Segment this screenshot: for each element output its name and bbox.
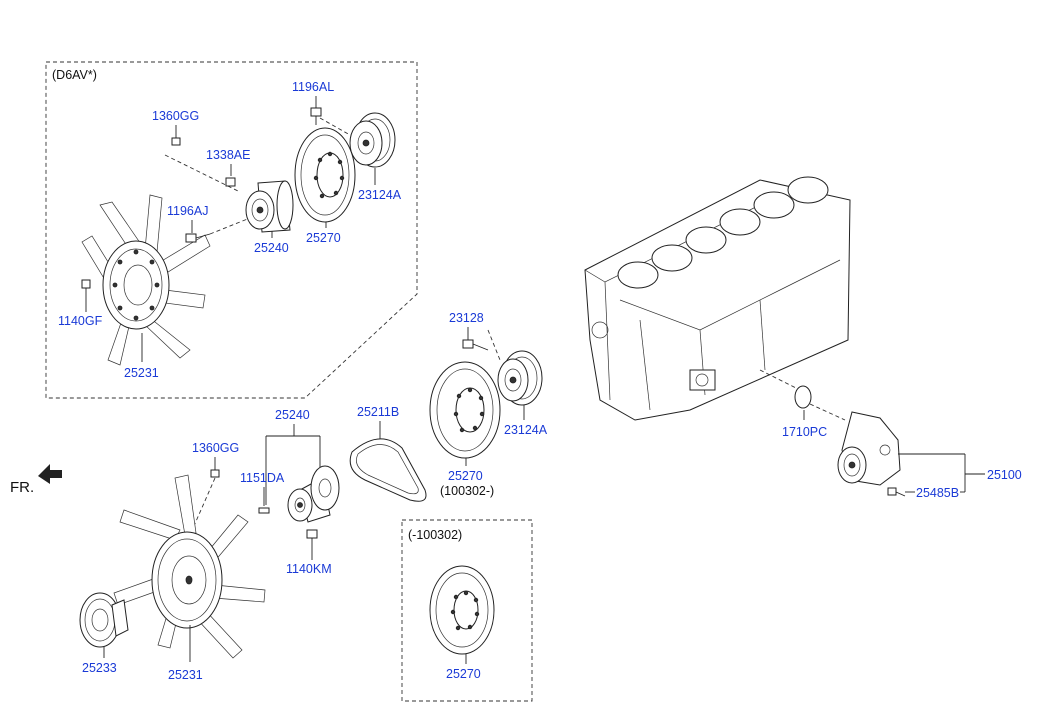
label-25240-top[interactable]: 25240 (254, 241, 289, 255)
front-direction-arrow-icon (38, 464, 62, 484)
pulley-25270-top (294, 127, 356, 223)
fan-hub-25240-top (245, 180, 294, 233)
fan-clutch-25233 (79, 592, 129, 648)
label-25233[interactable]: 25233 (82, 661, 117, 675)
nut-1338AE-icon (225, 177, 236, 187)
label-25270-mid[interactable]: 25270 (448, 469, 483, 483)
water-pump-25100 (837, 411, 901, 486)
variant-box-outline (45, 61, 418, 399)
label-1140KM[interactable]: 1140KM (286, 562, 332, 576)
label-25240-mid[interactable]: 25240 (275, 408, 310, 422)
label-25231-bottom[interactable]: 25231 (168, 668, 203, 682)
fan-hub-25240-mid (287, 465, 340, 523)
fan-assembly-top (81, 194, 211, 366)
label-25270-mid-note: (100302-) (440, 484, 494, 498)
old-variant-box-outline (401, 519, 533, 702)
label-1140GF[interactable]: 1140GF (58, 314, 103, 328)
label-1360GG-mid[interactable]: 1360GG (192, 441, 239, 455)
bolt-1140GF-icon (81, 279, 91, 300)
direction-label: FR. (10, 479, 34, 496)
label-1710PC[interactable]: 1710PC (782, 425, 827, 439)
fan-assembly-bottom (113, 474, 266, 659)
label-25270-bottom[interactable]: 25270 (446, 667, 481, 681)
o-ring-1710PC (794, 385, 812, 409)
label-1151DA[interactable]: 1151DA (240, 471, 285, 485)
label-25100[interactable]: 25100 (987, 468, 1022, 482)
old-variant-box-title: (-100302) (408, 528, 462, 542)
label-25231-top[interactable]: 25231 (124, 366, 159, 380)
label-1360GG-top[interactable]: 1360GG (152, 109, 199, 123)
bolt-1140KM-icon (306, 529, 318, 548)
stud-1151DA-icon (258, 507, 270, 514)
label-23124A-mid[interactable]: 23124A (504, 423, 548, 437)
engine-block (584, 176, 851, 421)
v-belt-25211B (349, 438, 427, 502)
label-25211B[interactable]: 25211B (357, 405, 399, 419)
nut-1360GG-mid-icon (210, 469, 220, 478)
label-1196AJ[interactable]: 1196AJ (167, 204, 208, 218)
bolt-1196AJ-icon (185, 233, 211, 243)
pulley-25270-mid (429, 361, 501, 459)
label-25485B[interactable]: 25485B (916, 486, 959, 500)
label-1196AL[interactable]: 1196AL (292, 80, 334, 94)
damper-23124A-top (349, 112, 396, 168)
label-25270-top[interactable]: 25270 (306, 231, 341, 245)
bolt-25485B-icon (887, 487, 906, 497)
damper-23124A-mid (497, 350, 543, 406)
label-23124A-top[interactable]: 23124A (358, 188, 402, 202)
label-23128[interactable]: 23128 (449, 311, 484, 325)
variant-box-title: (D6AV*) (52, 68, 97, 82)
label-1338AE[interactable]: 1338AE (206, 148, 250, 162)
bolt-23128-icon (462, 339, 489, 351)
pulley-25270-bottom (429, 565, 495, 655)
bolt-1196AL-icon (310, 107, 322, 125)
nut-1360GG-top-icon (171, 137, 181, 146)
